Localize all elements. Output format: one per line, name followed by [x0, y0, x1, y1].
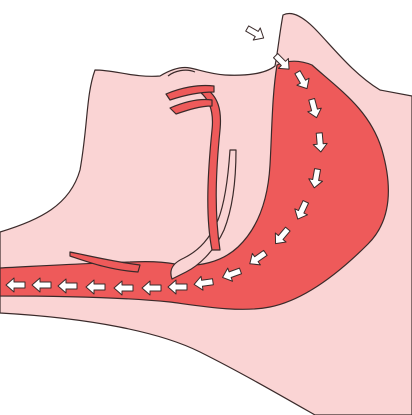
airflow-arrow-icon [244, 22, 267, 44]
